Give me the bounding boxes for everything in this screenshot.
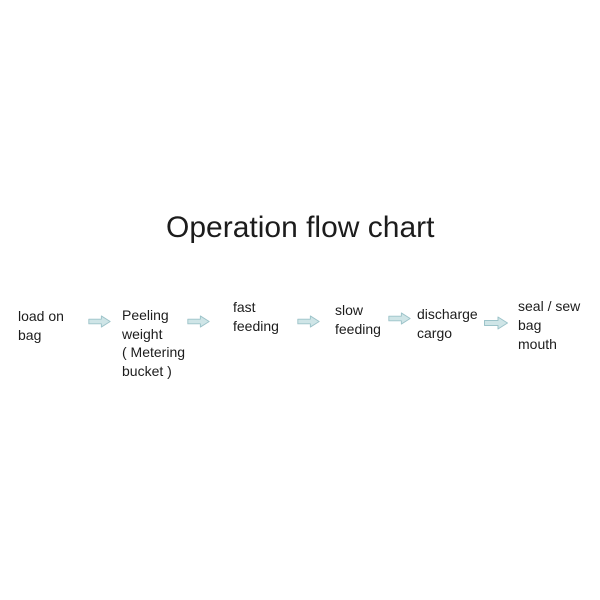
right-arrow-icon (187, 315, 210, 328)
flow-step-line: weight (122, 325, 163, 342)
flow-step-line: cargo (417, 325, 453, 341)
flow-step-load-on-bag: load on bag (18, 307, 64, 345)
right-arrow-icon (88, 315, 111, 328)
flow-step-line: feeding (335, 321, 381, 337)
page-title: Operation flow chart (166, 211, 435, 244)
flow-step-line: mouth (518, 336, 557, 352)
right-arrow-icon (484, 316, 508, 330)
flow-step-line: bucket ) (122, 362, 172, 379)
flow-step-line: discharge (417, 306, 478, 322)
flow-step-slow-feeding: slow feeding (335, 301, 381, 339)
flow-step-peeling-weight: Peeling weight ( Metering bucket ) (122, 306, 185, 380)
flow-step-discharge-cargo: discharge cargo (417, 305, 478, 343)
flow-step-line: load on (18, 308, 64, 324)
right-arrow-icon (388, 312, 411, 325)
flow-step-line: Peeling (122, 307, 169, 323)
flow-step-line: ( Metering (122, 344, 186, 360)
flow-step-fast-feeding: fast feeding (233, 298, 279, 336)
flow-step-line: seal / sew (518, 298, 581, 314)
flow-step-seal-sew-bag-mouth: seal / sew bag mouth (518, 297, 580, 354)
right-arrow-icon (297, 315, 320, 328)
flow-step-line: slow (335, 302, 364, 318)
flow-step-line: feeding (233, 318, 279, 334)
flow-step-line: fast (233, 299, 256, 315)
flow-step-line: bag (518, 317, 542, 333)
flow-step-line: bag (18, 327, 42, 343)
